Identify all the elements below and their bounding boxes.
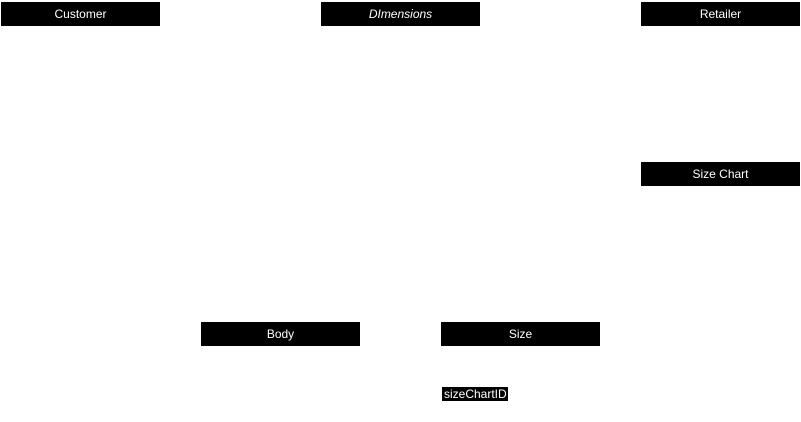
entity-size-chart[interactable]: Size Chart bbox=[641, 162, 800, 186]
entity-size[interactable]: Size bbox=[441, 322, 600, 346]
entity-customer[interactable]: Customer bbox=[1, 2, 160, 26]
entity-body[interactable]: Body bbox=[201, 322, 360, 346]
entity-retailer[interactable]: Retailer bbox=[641, 2, 800, 26]
attribute-size-chart-id[interactable]: sizeChartID bbox=[442, 387, 508, 401]
entity-dimensions[interactable]: DImensions bbox=[321, 2, 480, 26]
